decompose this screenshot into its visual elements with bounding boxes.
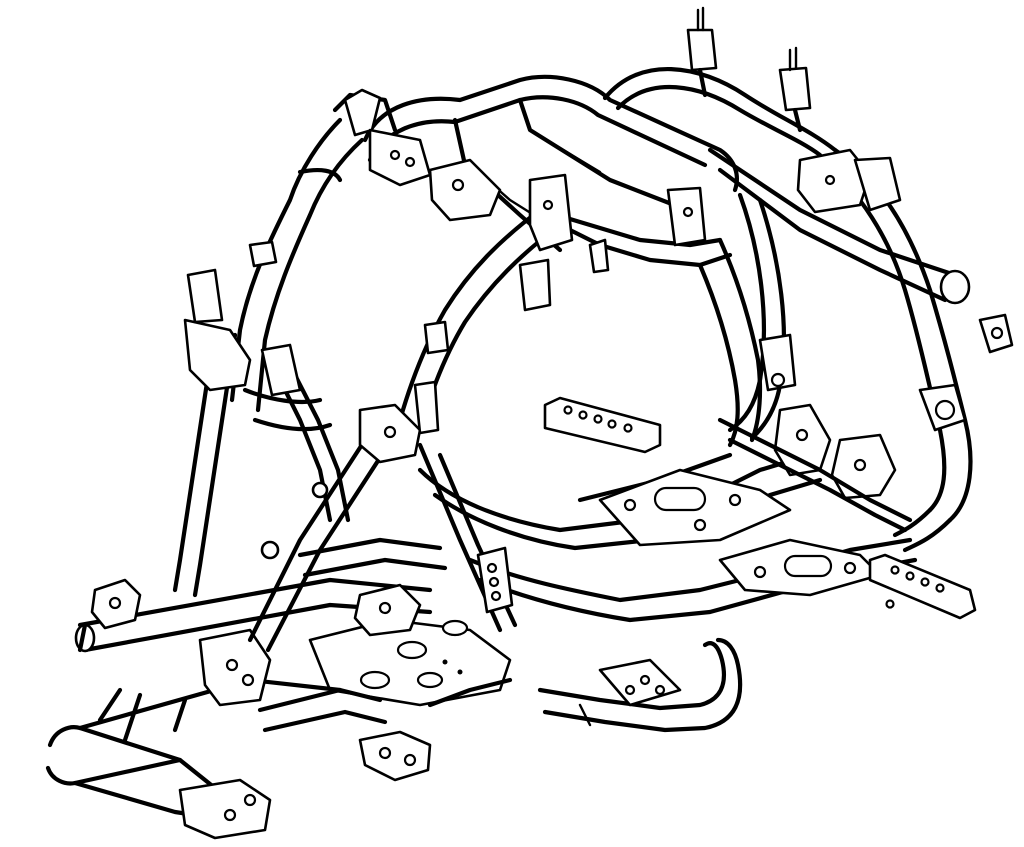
center-vertical-bracket: [476, 546, 514, 614]
seat-support-pan: [362, 74, 739, 253]
front-arm-brackets: [90, 578, 432, 782]
front-lower-frame: [45, 677, 343, 840]
floor-plate-front: [598, 468, 792, 547]
upper-gussets: [248, 88, 707, 355]
shock-mount-left: [183, 268, 302, 397]
rear-bumper: [537, 637, 743, 733]
center-lower-pan: [308, 618, 512, 707]
footrest-bracket-upper: [543, 396, 662, 454]
shock-mount-center: [358, 380, 440, 464]
top-mount-posts: [686, 6, 812, 133]
misc-lower-tubes: [257, 481, 513, 733]
right-rear-mounts: [758, 148, 1014, 500]
floor-plate-rear: [718, 538, 882, 597]
footrest-bracket-lower: [868, 553, 977, 620]
rear-side-brace: [717, 417, 913, 533]
